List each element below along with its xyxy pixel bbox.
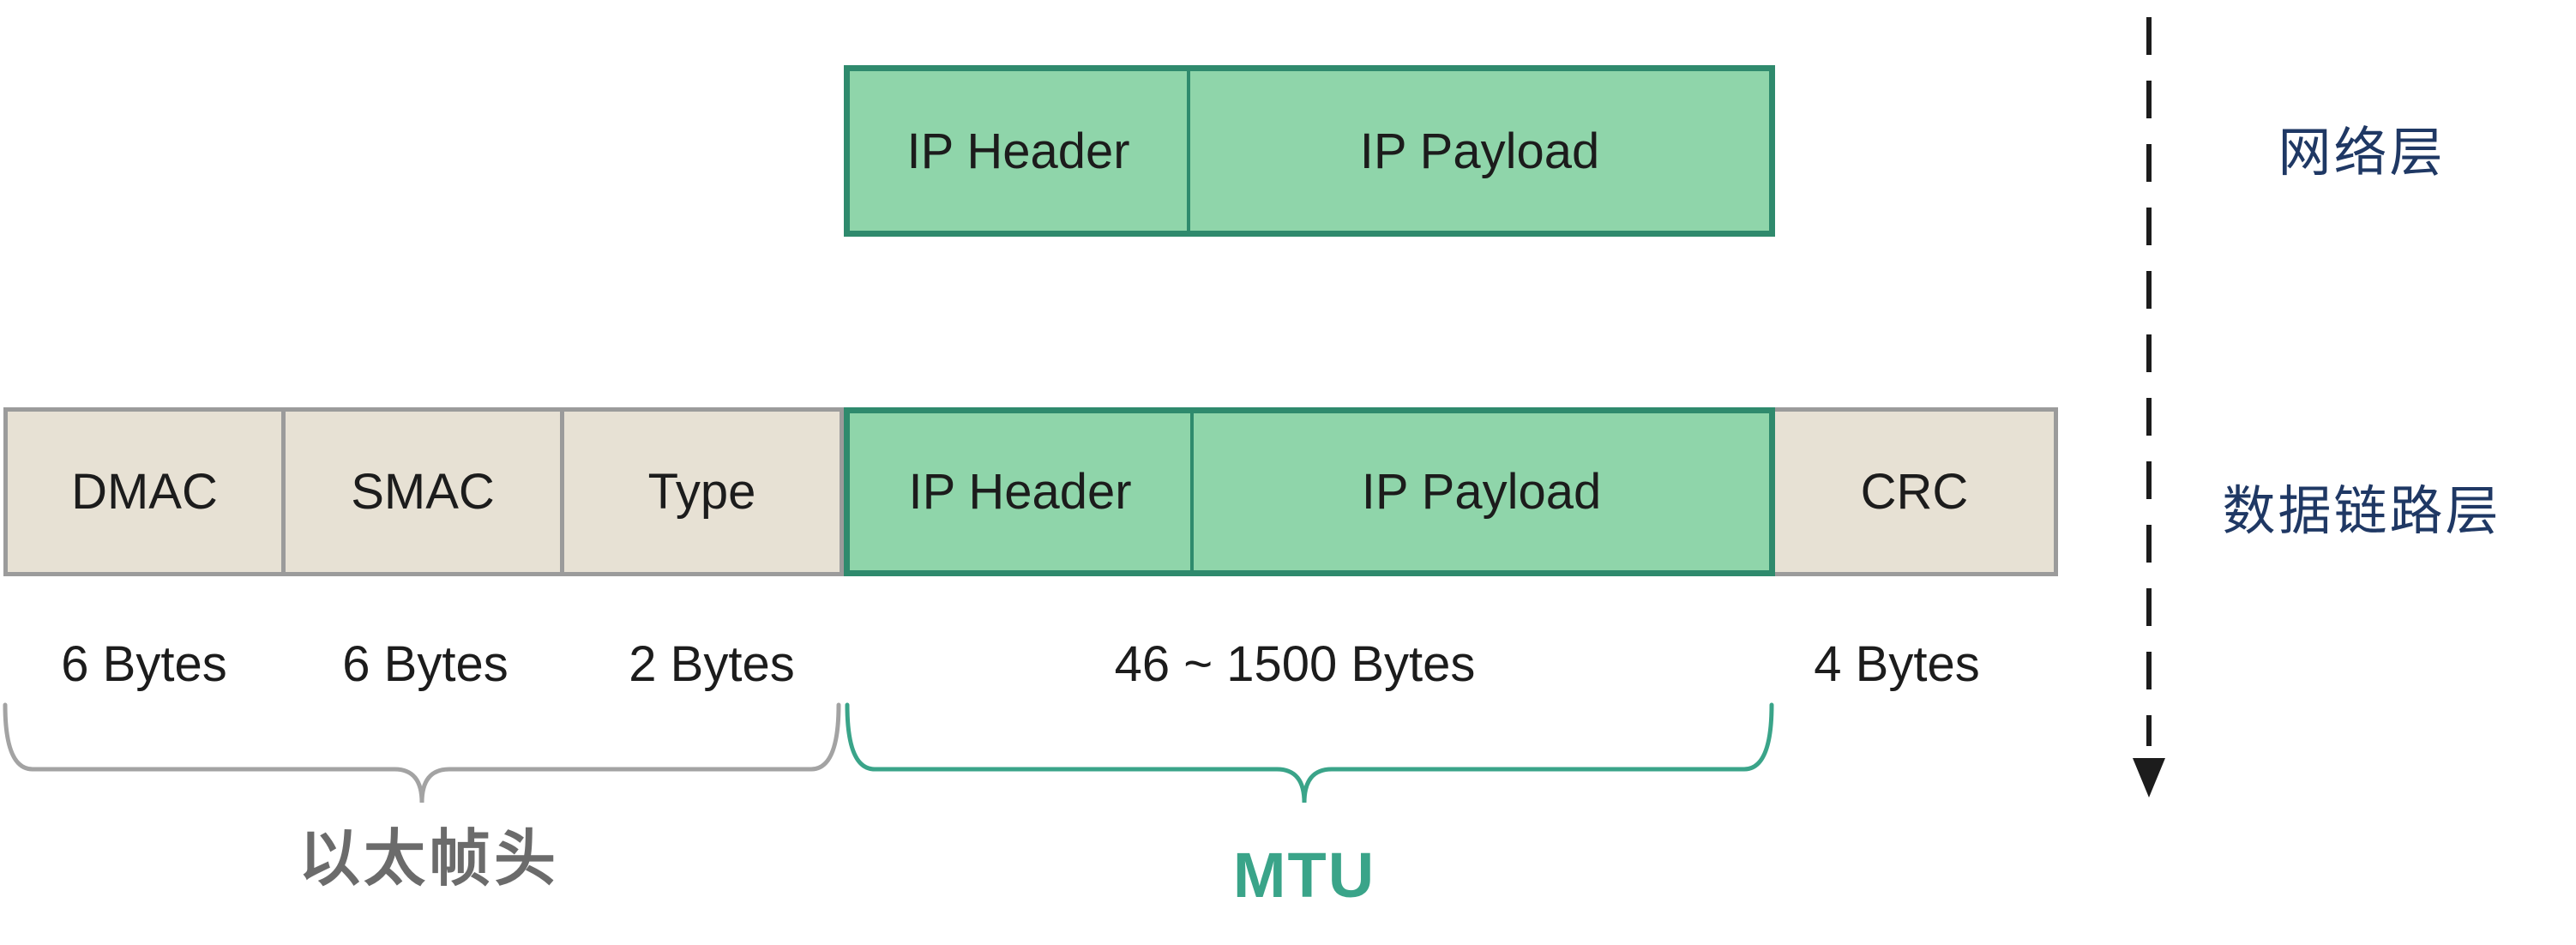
cell-ip-payload: IP Payload xyxy=(1190,407,1775,576)
packet-cell-ip-header-label: IP Header xyxy=(906,123,1130,179)
cell-smac-label: SMAC xyxy=(351,464,495,520)
down-arrowhead-icon xyxy=(2133,758,2165,798)
cell-ip-header-label: IP Header xyxy=(908,464,1132,520)
cell-dmac-label: DMAC xyxy=(71,464,218,520)
mtu-brace xyxy=(845,702,1774,804)
byte-label-crc: 4 Bytes xyxy=(1814,636,1980,692)
byte-label-dmac: 6 Bytes xyxy=(61,636,227,692)
cell-ip-payload-label: IP Payload xyxy=(1361,464,1602,520)
packet-cell-ip-payload: IP Payload xyxy=(1190,71,1769,231)
network-layer-label: 网络层 xyxy=(2278,123,2446,183)
datalink-layer-label: 数据链路层 xyxy=(2222,482,2501,541)
datalink-frame: DMAC SMAC Type IP Header IP Payload CRC xyxy=(3,407,2058,576)
cell-type: Type xyxy=(564,407,844,576)
ethernet-header-label: 以太帧头 xyxy=(298,825,560,894)
packet-cell-ip-header: IP Header xyxy=(850,71,1190,231)
cell-crc: CRC xyxy=(1775,407,2058,576)
cell-dmac: DMAC xyxy=(3,407,286,576)
network-layer-packet: IP Header IP Payload xyxy=(844,65,1775,237)
byte-label-payload: 46 ~ 1500 Bytes xyxy=(1114,636,1476,692)
cell-ip-header: IP Header xyxy=(844,407,1190,576)
cell-smac: SMAC xyxy=(286,407,564,576)
cell-type-label: Type xyxy=(647,464,756,520)
cell-crc-label: CRC xyxy=(1860,464,1969,520)
ethernet-header-brace xyxy=(3,702,841,804)
byte-label-smac: 6 Bytes xyxy=(342,636,509,692)
packet-cell-ip-payload-label: IP Payload xyxy=(1359,123,1600,179)
mtu-label: MTU xyxy=(1232,840,1376,911)
byte-label-type: 2 Bytes xyxy=(629,636,795,692)
